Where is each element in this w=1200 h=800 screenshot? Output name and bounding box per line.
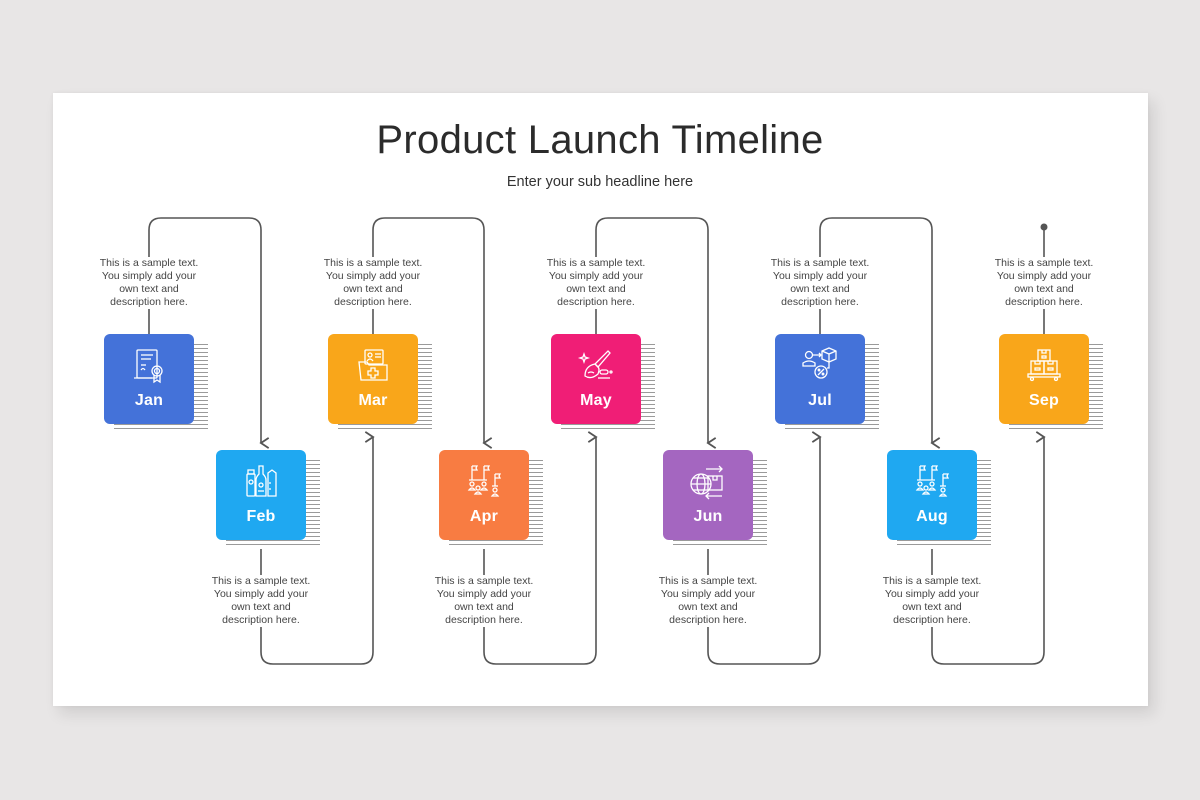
- milestone-card-jun[interactable]: Jun: [663, 450, 767, 550]
- milestone-description-aug: This is a sample text.You simply add you…: [867, 575, 997, 627]
- medical-folder-icon: [358, 349, 388, 381]
- card-face: Mar: [328, 334, 418, 424]
- card-month-label: Sep: [1029, 392, 1059, 409]
- card-face: Apr: [439, 450, 529, 540]
- bottles-icon: [246, 465, 277, 497]
- milestone-description-mar: This is a sample text.You simply add you…: [308, 257, 438, 309]
- milestone-card-mar[interactable]: Mar: [328, 334, 432, 434]
- card-month-label: Feb: [246, 508, 276, 525]
- milestone-card-may[interactable]: May: [551, 334, 655, 434]
- page-subtitle: Enter your sub headline here: [506, 174, 694, 190]
- milestone-card-jul[interactable]: Jul: [775, 334, 879, 434]
- page-title: Product Launch Timeline: [376, 118, 824, 162]
- milestone-card-sep[interactable]: Sep: [999, 334, 1103, 434]
- card-month-label: May: [580, 392, 612, 409]
- milestone-description-jan: This is a sample text.You simply add you…: [84, 257, 214, 309]
- milestone-card-jan[interactable]: Jan: [104, 334, 208, 434]
- global-shipping-icon: [690, 465, 723, 500]
- milestone-description-feb: This is a sample text.You simply add you…: [196, 575, 326, 627]
- team-flags-icon: [915, 465, 950, 497]
- milestone-card-aug[interactable]: Aug: [887, 450, 991, 550]
- card-month-label: Mar: [358, 392, 388, 409]
- card-face: Feb: [216, 450, 306, 540]
- card-month-label: Apr: [469, 508, 499, 525]
- card-month-label: Aug: [916, 508, 948, 525]
- milestone-description-may: This is a sample text.You simply add you…: [531, 257, 661, 309]
- card-face: Sep: [999, 334, 1089, 424]
- team-flags-icon: [467, 465, 502, 497]
- milestone-card-apr[interactable]: Apr: [439, 450, 543, 550]
- milestone-description-jun: This is a sample text.You simply add you…: [643, 575, 773, 627]
- milestone-description-jul: This is a sample text.You simply add you…: [755, 257, 885, 309]
- milestone-card-feb[interactable]: Feb: [216, 450, 320, 550]
- card-face: Jul: [775, 334, 865, 424]
- card-face: Jan: [104, 334, 194, 424]
- stacked-boxes-icon: [1027, 349, 1061, 382]
- cleaning-brush-icon: [577, 350, 613, 379]
- card-face: May: [551, 334, 641, 424]
- card-face: Aug: [887, 450, 977, 540]
- card-month-label: Jul: [808, 392, 832, 409]
- milestone-description-sep: This is a sample text.You simply add you…: [979, 257, 1109, 309]
- delivery-discount-icon: [802, 347, 837, 379]
- certificate-icon: [134, 349, 163, 384]
- card-month-label: Jan: [134, 392, 164, 409]
- card-month-label: Jun: [693, 508, 723, 525]
- milestone-description-apr: This is a sample text.You simply add you…: [419, 575, 549, 627]
- card-face: Jun: [663, 450, 753, 540]
